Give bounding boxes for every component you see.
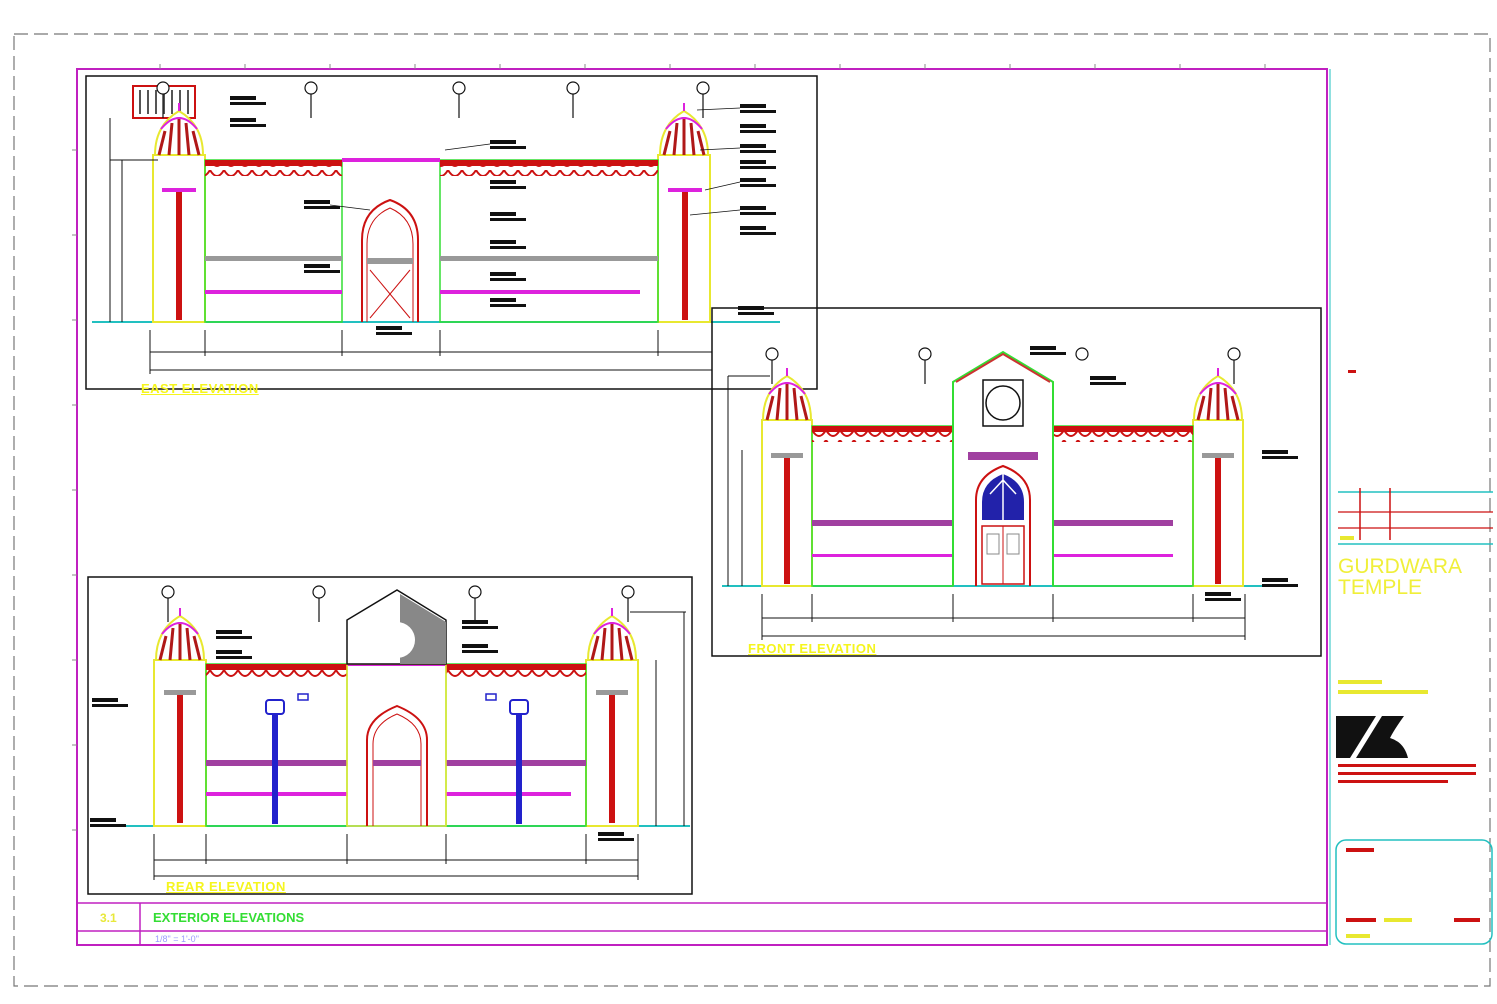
- east-elevation-label: EAST ELEVATION: [141, 381, 259, 396]
- rear-elevation-drawing: [87, 576, 693, 895]
- rear-elevation-label: REAR ELEVATION: [166, 879, 286, 894]
- east-elevation-drawing: [85, 75, 818, 390]
- project-title: GURDWARA TEMPLE: [1338, 555, 1463, 599]
- sheet-number: 3.1: [100, 911, 117, 925]
- front-elevation-drawing: [711, 307, 1322, 657]
- front-elevation-label: FRONT ELEVATION: [748, 641, 877, 656]
- sheet-title: EXTERIOR ELEVATIONS: [153, 910, 305, 925]
- title-block: [1335, 370, 1493, 945]
- architect-logo-icon: [1336, 716, 1408, 758]
- sheet-scale: 1/8" = 1'-0": [155, 934, 199, 944]
